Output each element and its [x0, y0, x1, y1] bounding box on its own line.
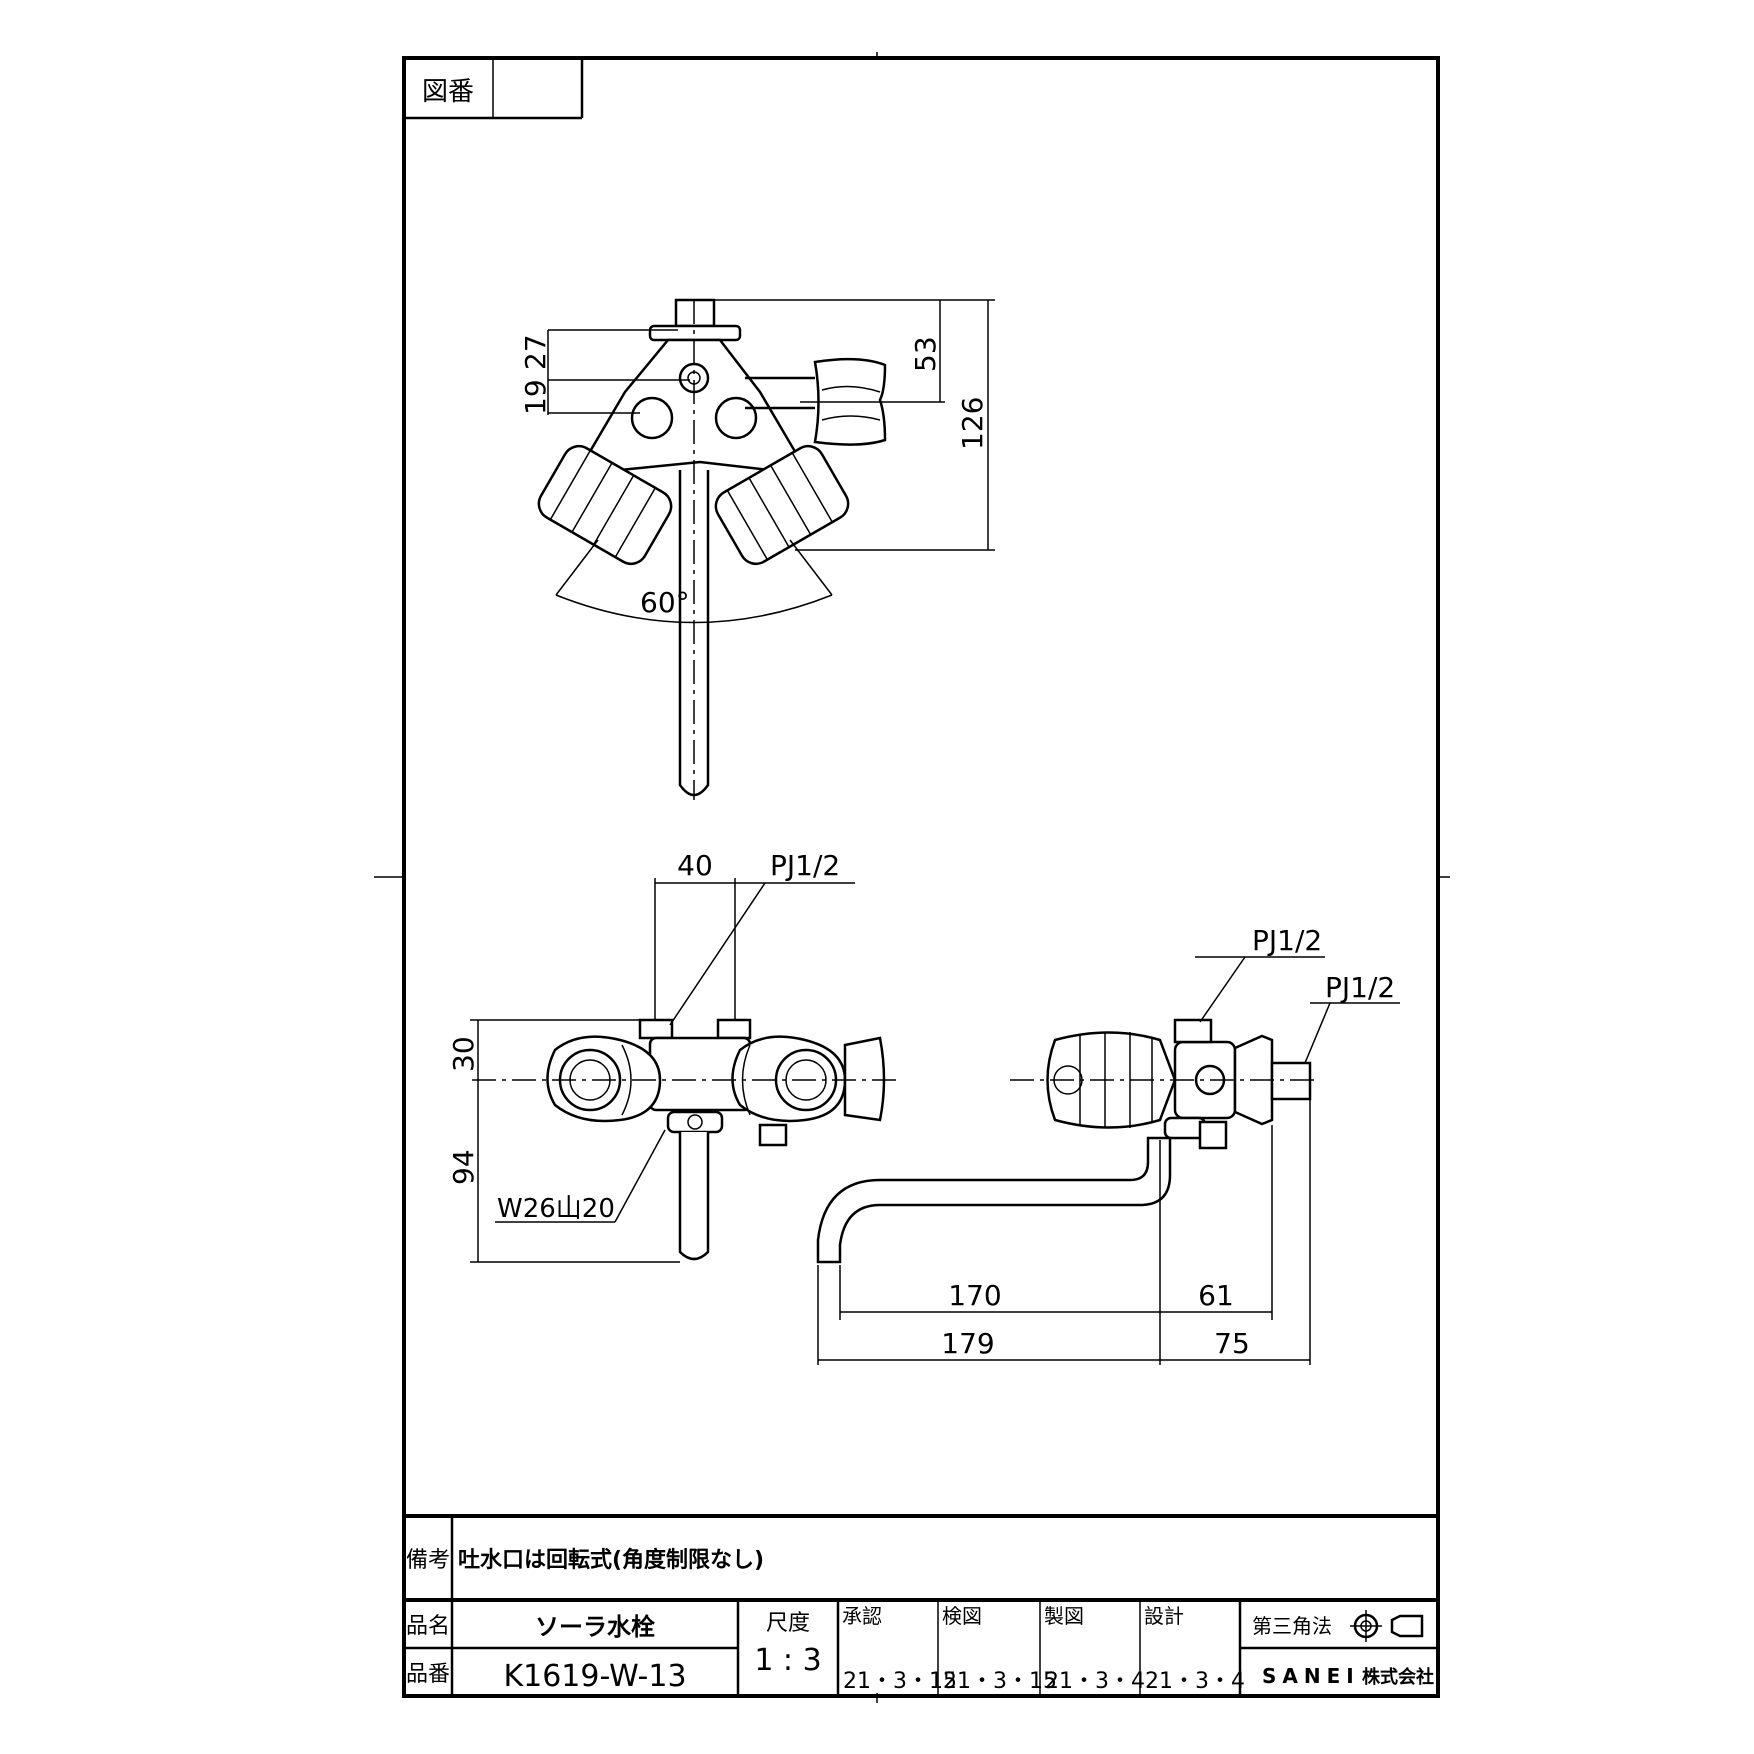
design-date: 21・3・4 — [1145, 1669, 1245, 1694]
dim-53: 53 — [909, 336, 942, 372]
check-label: 検図 — [942, 1604, 982, 1628]
drafting-label: 製図 — [1044, 1604, 1084, 1628]
side-inlet-top — [1173, 1018, 1213, 1044]
product-no: K1619-W-13 — [503, 1659, 686, 1694]
drawing-number-label: 図番 — [422, 77, 474, 107]
top-side-handle-stem — [745, 376, 815, 410]
dim-27: 27 — [519, 334, 552, 370]
dim-61: 61 — [1198, 1279, 1234, 1312]
label-thread: W26山20 — [497, 1194, 615, 1224]
side-spout — [816, 1136, 1172, 1264]
design-label: 設計 — [1144, 1604, 1184, 1628]
dim-170: 170 — [948, 1279, 1001, 1312]
top-valve-body — [583, 338, 802, 472]
top-left-hole — [630, 396, 674, 440]
company-suffix: 株式会社 — [1362, 1666, 1434, 1688]
front-inlet-right — [716, 1018, 752, 1040]
front-dimensions — [470, 878, 855, 1263]
front-right-handle — [731, 1035, 886, 1123]
remarks-label: 備考 — [406, 1548, 450, 1573]
company-name: SANEI — [1262, 1664, 1360, 1688]
check-date: 21・3・15 — [943, 1669, 1057, 1694]
label-port-b: PJ1/2 — [1325, 971, 1395, 1004]
dim-19: 19 — [519, 379, 552, 415]
front-inlet-left — [638, 1018, 674, 1040]
front-view: 40 PJ1/2 30 94 W26山20 — [447, 849, 900, 1263]
product-name: ソーラ水栓 — [535, 1613, 655, 1641]
product-no-label: 品番 — [406, 1662, 450, 1687]
dim-angle-60: 60° — [640, 586, 690, 619]
top-right-hole — [714, 396, 758, 440]
remarks-text: 吐水口は回転式(角度制限なし) — [458, 1547, 764, 1573]
front-left-handle — [546, 1035, 662, 1123]
projection-label: 第三角法 — [1252, 1614, 1332, 1638]
dim-179: 179 — [941, 1327, 994, 1360]
product-name-label: 品名 — [406, 1614, 450, 1639]
title-block: 備考 吐水口は回転式(角度制限なし) 品名 ソーラ水栓 品番 K1619-W-1… — [404, 1514, 1438, 1696]
approval-date: 21・3・15 — [843, 1669, 957, 1694]
side-dimensions — [817, 956, 1400, 1365]
dim-75: 75 — [1214, 1327, 1250, 1360]
dim-30: 30 — [447, 1036, 480, 1072]
label-port-top: PJ1/2 — [770, 849, 840, 882]
top-left-handle — [537, 444, 673, 566]
top-dimensions — [547, 299, 995, 624]
dim-40: 40 — [677, 849, 713, 882]
side-view: PJ1/2 PJ1/2 170 61 179 75 — [816, 924, 1400, 1365]
dim-94: 94 — [447, 1149, 480, 1185]
drafting-date: 21・3・4 — [1045, 1669, 1145, 1694]
front-spout — [678, 1132, 710, 1261]
label-port-a: PJ1/2 — [1252, 924, 1322, 957]
third-angle-projection-icon — [1350, 1610, 1424, 1642]
drawing-frame — [402, 56, 1440, 1698]
top-mount-cap — [674, 298, 716, 328]
top-right-handle — [714, 444, 850, 566]
dim-126: 126 — [956, 397, 989, 450]
approval-label: 承認 — [842, 1604, 882, 1628]
scale-value: 1 : 3 — [754, 1643, 821, 1678]
top-mount-flange — [648, 324, 742, 342]
drawing-number-box: 図番 — [404, 58, 584, 120]
top-view: 27 19 53 126 60° — [519, 298, 995, 800]
side-wall-pipe — [1270, 1061, 1312, 1101]
scale-label: 尺度 — [766, 1611, 810, 1636]
